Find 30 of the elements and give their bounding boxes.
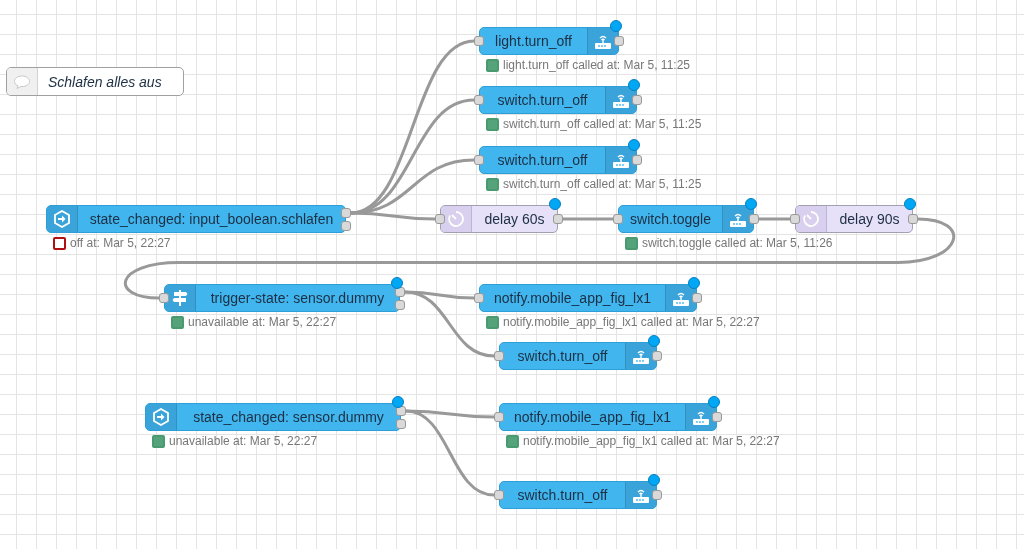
node-label: state_changed: sensor.dummy bbox=[192, 409, 385, 425]
wire bbox=[350, 158, 475, 215]
status-text: switch.turn_off called at: Mar 5, 11:25 bbox=[503, 117, 702, 131]
status-text: switch.turn_off called at: Mar 5, 11:25 bbox=[503, 177, 702, 191]
wire bbox=[124, 217, 955, 300]
wire bbox=[405, 409, 495, 497]
node-label: switch.turn_off bbox=[496, 152, 589, 168]
node-label: delay 60s bbox=[483, 211, 546, 227]
status-text: switch.toggle called at: Mar 5, 11:26 bbox=[642, 236, 833, 250]
status-text: light.turn_off called at: Mar 5, 11:25 bbox=[503, 58, 690, 72]
node-label: trigger-state: sensor.dummy bbox=[209, 290, 386, 306]
wire bbox=[563, 217, 613, 221]
wire bbox=[759, 217, 790, 221]
node-label: switch.turn_off bbox=[516, 487, 609, 503]
wire bbox=[404, 290, 495, 358]
node-label: Schlafen alles aus bbox=[47, 73, 163, 90]
status-text: unavailable at: Mar 5, 22:27 bbox=[188, 315, 337, 329]
node-label: light.turn_off bbox=[494, 33, 573, 49]
status-text: notify.mobile_app_fig_lx1 called at: Mar 5, 22:27 bbox=[523, 434, 780, 448]
wire bbox=[350, 211, 436, 221]
node-label: switch.toggle bbox=[629, 211, 712, 227]
status-text: unavailable at: Mar 5, 22:27 bbox=[169, 434, 318, 448]
status-text: off at: Mar 5, 22:27 bbox=[70, 236, 171, 250]
node-label: state_changed: input_boolean.schlafen bbox=[88, 211, 335, 227]
status-text: notify.mobile_app_fig_lx1 called at: Mar 5, 22:27 bbox=[503, 315, 760, 329]
node-label: notify.mobile_app_fig_lx1 bbox=[513, 409, 672, 425]
node-label: delay 90s bbox=[838, 211, 901, 227]
node-label: notify.mobile_app_fig_lx1 bbox=[493, 290, 652, 306]
node-label: switch.turn_off bbox=[496, 92, 589, 108]
node-label: switch.turn_off bbox=[516, 348, 609, 364]
